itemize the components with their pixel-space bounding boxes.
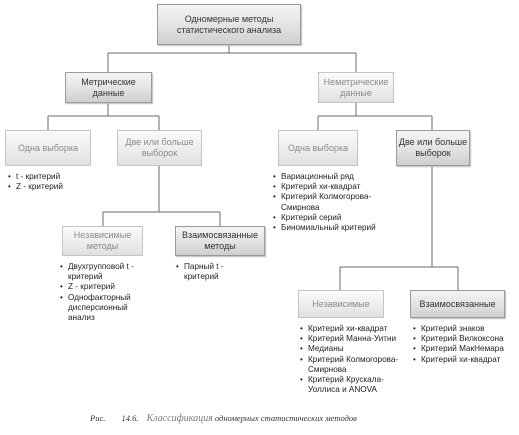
- caption-fig-number: 14.6.: [121, 413, 139, 423]
- nonmetric-data-line-2: данные: [340, 87, 372, 98]
- metric-independent-node: Независимые методы: [62, 226, 143, 256]
- list-item: Вариационный ряд: [273, 172, 393, 182]
- nonmetric-two-samples-line-2: выборок: [415, 148, 451, 158]
- nonmetric-independent-label: Независимые: [312, 298, 370, 309]
- list-item: Критерий знаков: [413, 324, 517, 334]
- nonmetric-related-label: Взаимосвязанные: [419, 298, 496, 309]
- figure-caption: Рис. 14.6. Классификация одномерных стат…: [90, 413, 357, 424]
- metric-related-tests: Парный t - критерий: [176, 262, 240, 282]
- list-item: Однофакторный дисперсионный анализ: [60, 293, 140, 324]
- metric-two-samples-node: Две или больше выборок: [117, 130, 202, 166]
- nonmetric-independent-node: Независимые: [298, 290, 384, 318]
- list-item: Критерий МакНемара: [413, 344, 517, 354]
- list-item: Критерий серий: [273, 213, 393, 223]
- list-item: Биномиальный критерий: [273, 223, 393, 233]
- list-item: Критерий Колмогорова-Смирнова: [300, 355, 415, 375]
- caption-accent-word: Классификация: [146, 413, 213, 424]
- list-item: Критерий Крускала-Уоллиса и ANOVA: [300, 375, 415, 395]
- list-item: Критерий хи-квадрат: [273, 182, 393, 192]
- metric-independent-line-1: Независимые: [73, 230, 132, 240]
- nonmetric-related-tests: Критерий знаков Критерий Вилкоксона Крит…: [413, 324, 517, 365]
- list-item: Парный t - критерий: [176, 262, 240, 282]
- root-node: Одномерные методы статистического анализ…: [157, 4, 301, 45]
- metric-one-sample-tests: t - критерий Z - критерий: [8, 172, 98, 193]
- list-item: t - критерий: [8, 172, 98, 182]
- nonmetric-one-sample-node: Одна выборка: [278, 130, 358, 166]
- list-item: Критерий Вилкоксона: [413, 334, 517, 344]
- root-node-line-2: статистического анализа: [176, 24, 282, 35]
- nonmetric-data-line-1: Неметрические: [323, 76, 389, 87]
- nonmetric-one-sample-tests: Вариационный ряд Критерий хи-квадрат Кри…: [273, 172, 393, 233]
- list-item: Z - критерий: [60, 282, 140, 292]
- list-item: Медианы: [300, 344, 415, 354]
- metric-related-line-1: Взаимосвязанные: [182, 230, 258, 240]
- root-node-line-1: Одномерные методы: [184, 13, 274, 24]
- metric-related-node: Взаимосвязанные методы: [175, 226, 265, 256]
- metric-two-samples-line-1: Две или больше: [125, 137, 194, 147]
- list-item: Критерий хи-квадрат: [300, 324, 415, 334]
- nonmetric-data-node: Неметрические данные: [318, 72, 394, 103]
- list-item: Критерий хи-квадрат: [413, 355, 517, 365]
- list-item: Критерий Колмогорова-Смирнова: [273, 192, 393, 212]
- list-item: Критерий Манна-Уитни: [300, 334, 415, 344]
- nonmetric-two-samples-node: Две или больше выборок: [396, 130, 470, 166]
- nonmetric-related-node: Взаимосвязанные: [410, 290, 505, 318]
- metric-related-line-2: методы: [204, 241, 236, 251]
- metric-independent-line-2: методы: [86, 241, 119, 251]
- caption-fig-label: Рис.: [90, 413, 106, 423]
- metric-one-sample-label: Одна выборка: [17, 142, 79, 153]
- list-item: Z - критерий: [8, 182, 98, 192]
- metric-independent-tests: Двухгрупповой t - критерий Z - критерий …: [60, 262, 140, 323]
- metric-data-line-1: Метрические: [81, 76, 136, 87]
- metric-data-node: Метрические данные: [65, 72, 152, 103]
- metric-one-sample-node: Одна выборка: [5, 130, 91, 166]
- metric-data-line-2: данные: [92, 87, 125, 98]
- caption-text: одномерных статистических методов: [214, 413, 357, 423]
- metric-two-samples-line-2: выборок: [141, 148, 178, 158]
- nonmetric-two-samples-line-1: Две или больше: [398, 137, 468, 147]
- list-item: Двухгрупповой t - критерий: [60, 262, 140, 282]
- nonmetric-one-sample-label: Одна выборка: [287, 142, 349, 153]
- nonmetric-independent-tests: Критерий хи-квадрат Критерий Манна-Уитни…: [300, 324, 415, 395]
